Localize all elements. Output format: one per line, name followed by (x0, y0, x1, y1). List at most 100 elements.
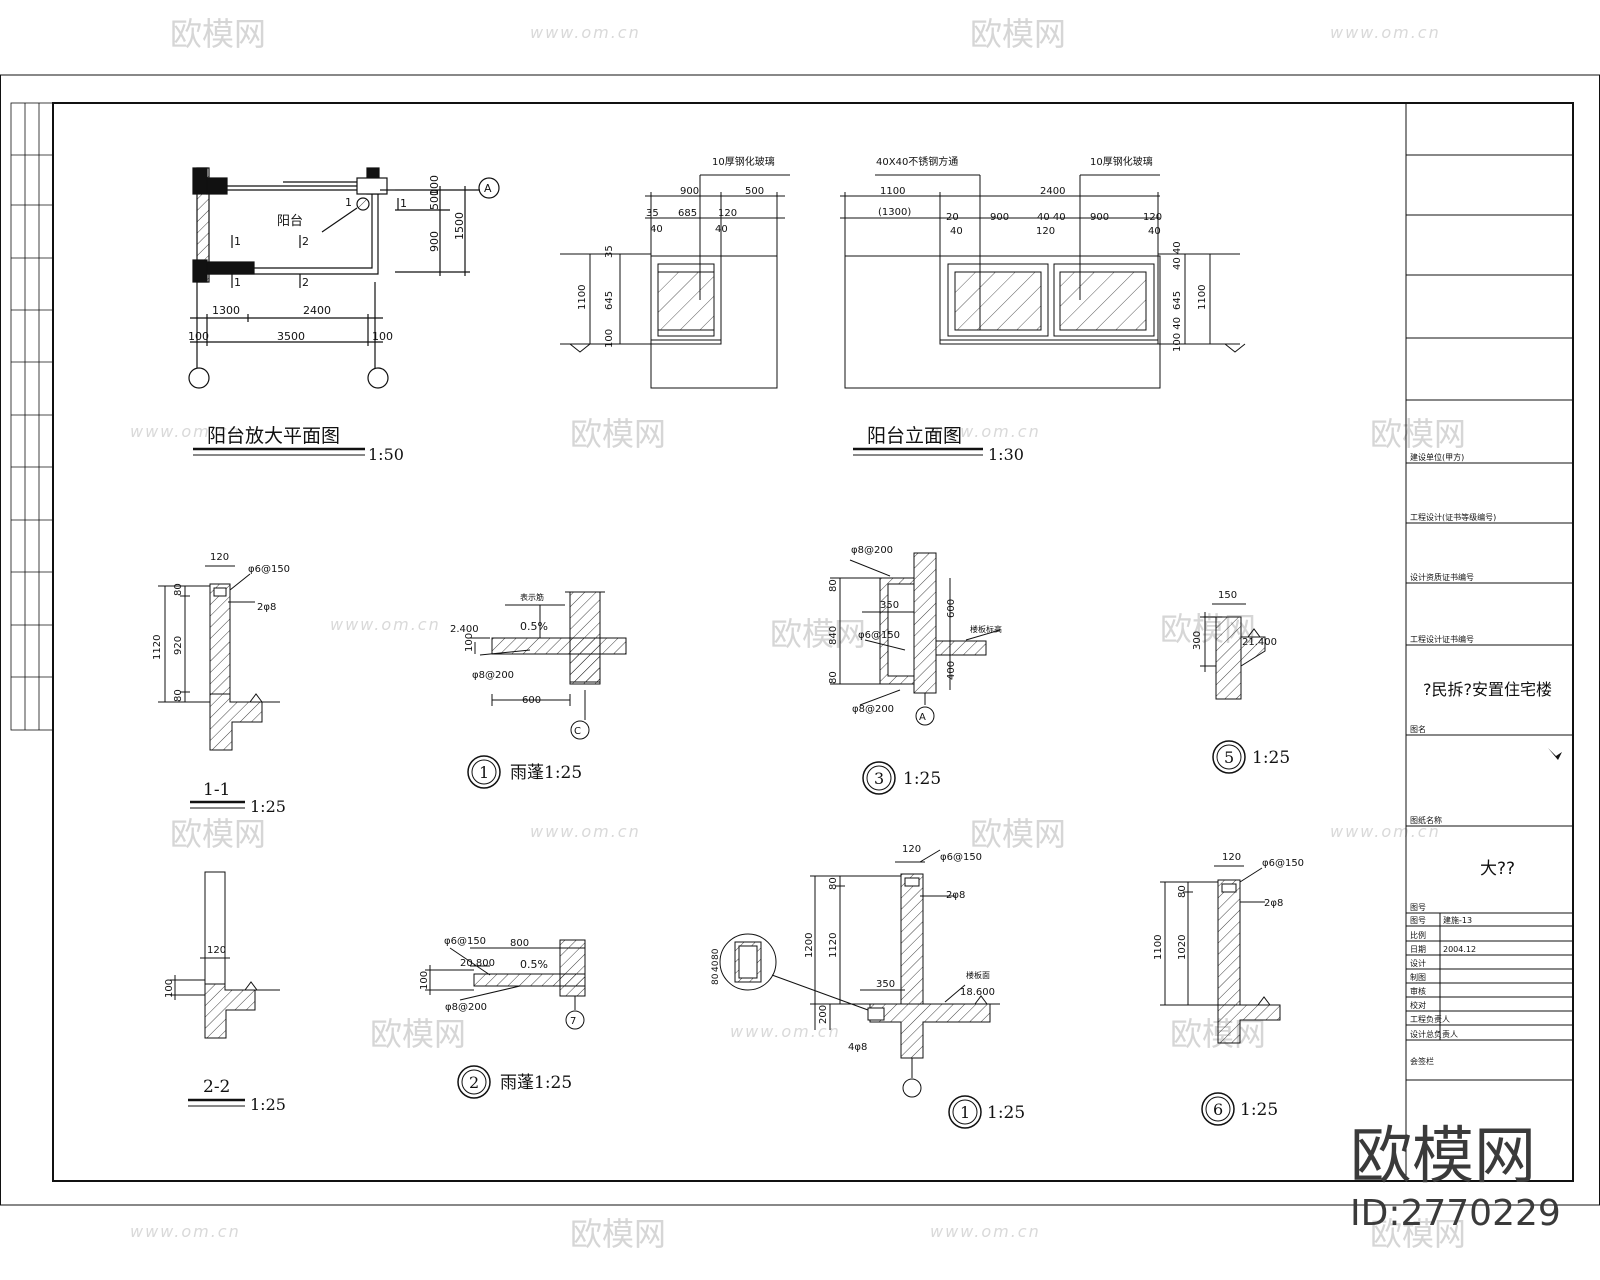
dim: 80 (711, 973, 721, 985)
detail-3: φ8@200 φ6@150 φ8@200 楼板标高 80 840 80 350 … (828, 545, 1002, 795)
detail-title: 雨蓬1:25 (510, 763, 582, 783)
dim: 100 (419, 971, 430, 990)
elevation-note: 40X40不锈钢方通 (876, 155, 958, 168)
watermark-site: www.om.cn (130, 1222, 241, 1241)
section-mark: 1 (234, 276, 241, 289)
detail-number: 5 (1224, 748, 1234, 767)
section-title: 1-1 (203, 780, 230, 800)
elevation-dim: 40 (1148, 226, 1161, 237)
detail-number: 1 (479, 763, 489, 782)
plan-dim: 1300 (212, 304, 240, 317)
detail-scale: 1:25 (987, 1103, 1025, 1123)
elevation-dim: 20 (946, 212, 959, 223)
elevation-dim: 120 (1143, 212, 1162, 223)
detail-scale: 1:25 (903, 769, 941, 789)
watermark-layer: 欧模网 欧模网 欧模网 欧模网 欧模网 欧模网 欧模网 欧模网 欧模网 欧模网 … (130, 15, 1466, 1253)
section-mark: 1 (234, 235, 241, 248)
title-block-row: 建设单位(甲方) (1410, 452, 1464, 462)
field-key: 设计总负责人 (1410, 1029, 1458, 1039)
canopy-detail-1: 2.400 100 0.5% 600 φ8@200 表示筋 C 1 雨蓬1:25 (450, 591, 627, 789)
rebar-note: φ8@200 (472, 670, 514, 681)
elevation-dim: 40 40 (1172, 241, 1183, 270)
dim: 400 (946, 661, 957, 680)
elevation-dim: 100 (604, 329, 615, 348)
watermark-brand: 欧模网 (970, 15, 1066, 53)
elevation-dim: 120 (1036, 226, 1055, 237)
dim: 80 (1177, 885, 1188, 898)
north-arrow-icon (1548, 748, 1562, 760)
field-key: 图号 (1410, 916, 1426, 925)
watermark-brand: 欧模网 (370, 1015, 466, 1053)
axis-label: 7 (570, 1016, 576, 1027)
elevation-dim: 40 (650, 224, 663, 235)
elevation-dim: 500 (745, 186, 764, 197)
field-value: 2004.12 (1443, 945, 1476, 954)
rebar-note: φ8@200 (851, 545, 893, 556)
elevation-dim: 1100 (1197, 285, 1208, 310)
dim: 80 (711, 948, 721, 960)
dim: 600 (522, 695, 541, 706)
plan-dim: 900 (428, 231, 441, 252)
title-block-label: 图名 (1410, 724, 1426, 734)
watermark-brand: 欧模网 (970, 815, 1066, 853)
room-label: 阳台 (277, 214, 303, 229)
watermark-brand: 欧模网 (1370, 1215, 1466, 1253)
rebar-note: φ6@150 (858, 630, 900, 641)
watermark-site: www.om.cn (930, 1222, 1041, 1241)
rebar-note: φ6@150 (1262, 858, 1304, 869)
elevation-dim: (1300) (878, 207, 911, 218)
rebar-note: φ6@150 (940, 852, 982, 863)
dim: 0.5% (520, 620, 548, 633)
watermark-brand: 欧模网 (170, 15, 266, 53)
plan-dim: 3500 (277, 330, 305, 343)
dim: 920 (173, 636, 184, 655)
rebar-note: 楼板标高 (970, 624, 1002, 634)
section-mark: 2 (302, 276, 309, 289)
field-key: 比例 (1410, 930, 1426, 940)
dim: 120 (207, 945, 226, 956)
plan-dim: 500 (428, 189, 441, 210)
watermark-logo: 欧模网 (1350, 1119, 1536, 1192)
section-2-2: 120 100 2-2 1:25 (164, 871, 286, 1114)
elevation-dim: 645 (604, 291, 615, 310)
axis-label: C (574, 726, 581, 737)
elevation-dim: 40 (715, 224, 728, 235)
watermark-site: www.om.cn (1330, 822, 1441, 841)
field-key: 设计 (1410, 958, 1426, 968)
elevation-scale: 1:30 (988, 445, 1024, 464)
dim: 350 (880, 600, 899, 611)
elevation-dim: 120 (718, 208, 737, 219)
balcony-plan: 阳台 1 2 1 2 1 1 1300 2400 100 3500 100 50… (188, 167, 500, 464)
dim: 100 (164, 979, 175, 998)
section-scale: 1:25 (250, 797, 286, 816)
elevation-dim: 685 (678, 208, 697, 219)
dim: 80 (173, 583, 184, 596)
elevation-dim: 35 (646, 208, 659, 219)
dim: 1200 (804, 933, 815, 958)
rebar-note: φ6@150 (248, 564, 290, 575)
elevation-dim: 2400 (1040, 186, 1065, 197)
dim: 600 (946, 599, 957, 618)
binding-strip (10, 102, 54, 731)
elevation-note: 10厚钢化玻璃 (712, 155, 775, 168)
watermark-site: www.om.cn (730, 1022, 841, 1041)
project-name: ?民拆?安置住宅楼 (1423, 680, 1552, 699)
watermark-brand: 欧模网 (170, 815, 266, 853)
field-key: 会签栏 (1410, 1056, 1434, 1066)
elevation-dim: 645 (1172, 291, 1183, 310)
rebar-note: 2φ8 (946, 890, 965, 901)
section-title: 2-2 (203, 1077, 230, 1097)
dim: 120 (902, 844, 921, 855)
plan-dim: 2400 (303, 304, 331, 317)
dim: 40 (711, 960, 721, 972)
dim: 80 (828, 671, 839, 684)
rebar-note: 表示筋 (520, 592, 544, 602)
detail-number: 1 (960, 1103, 970, 1122)
drawing-name: 大?? (1480, 859, 1515, 879)
detail-5: 150 300 21.400 5 1:25 (1192, 590, 1290, 774)
field-key: 日期 (1410, 945, 1426, 954)
section-1-1: 120 φ6@150 2φ8 80 920 80 1120 1-1 1:25 (152, 552, 290, 816)
dim: 120 (210, 552, 229, 563)
detail-number: 3 (874, 769, 884, 788)
